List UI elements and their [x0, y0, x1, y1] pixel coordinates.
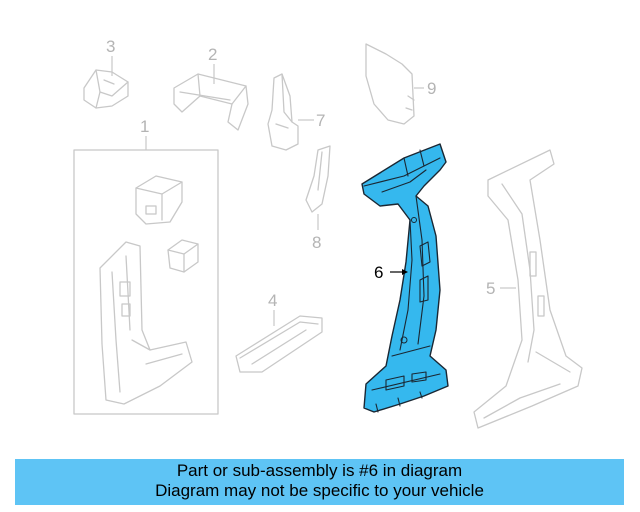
info-banner: Part or sub-assembly is #6 in diagram Di…: [15, 459, 624, 505]
part-8-strip: 8: [305, 145, 331, 252]
part-5-outer-pillar: 5: [473, 149, 583, 429]
part-7-bracket: 7: [267, 73, 325, 151]
part-3-bracket: 3: [83, 37, 129, 109]
part-6-center-pillar-highlighted: 6: [361, 143, 449, 413]
part-4-sill: 4: [235, 291, 323, 373]
callout-3: 3: [106, 37, 115, 56]
callout-4: 4: [268, 291, 277, 310]
part-9-panel: 9: [365, 43, 436, 125]
callout-5: 5: [486, 279, 495, 298]
callout-6: 6: [374, 263, 383, 282]
callout-2: 2: [208, 45, 217, 64]
part-2-cross-member: 2: [173, 45, 249, 131]
callout-8: 8: [312, 233, 321, 252]
banner-line-1: Part or sub-assembly is #6 in diagram: [176, 461, 463, 480]
part-1-assembly-box: 1: [73, 117, 219, 415]
callout-9: 9: [427, 79, 436, 98]
callout-7: 7: [316, 111, 325, 130]
banner-line-2: Diagram may not be specific to your vehi…: [155, 481, 484, 500]
callout-1: 1: [140, 117, 149, 136]
